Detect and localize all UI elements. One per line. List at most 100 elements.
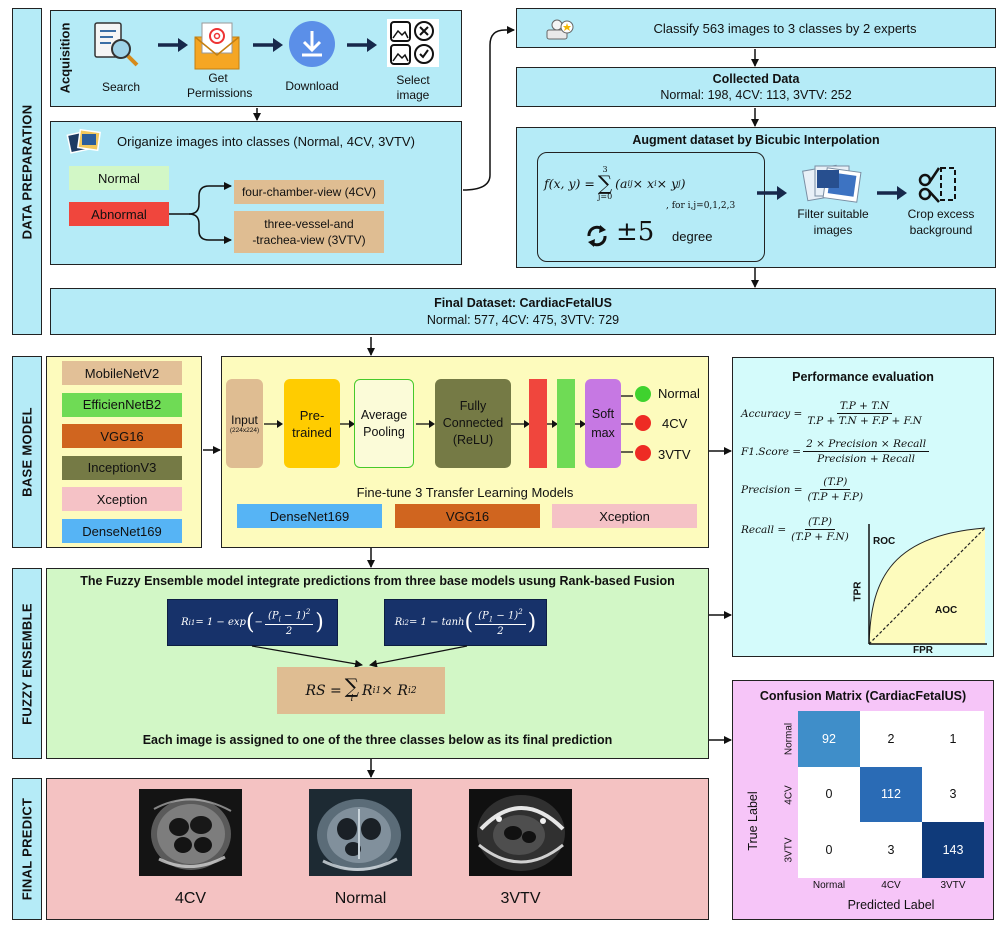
pretrained-block: Pre- trained <box>284 379 340 468</box>
image-stack-icon <box>802 164 862 203</box>
confusion-matrix-cell: 143 <box>922 822 984 878</box>
expert-award-icon <box>546 19 574 40</box>
rotate-arrows-icon <box>587 225 607 247</box>
finetune-densenet169: DenseNet169 <box>237 504 382 528</box>
final-predict-panel: 4CV Normal 3VTV <box>46 778 709 920</box>
confusion-matrix-cell: 3 <box>860 822 922 878</box>
arrow-right-icon <box>757 186 787 200</box>
predicted-label-axis: Predicted Label <box>847 898 935 912</box>
average-pooling-block: Average Pooling <box>354 379 414 468</box>
crop-background-label: Crop excess background <box>907 207 975 237</box>
ultrasound-image-normal <box>309 789 412 876</box>
arrow-right-icon <box>347 38 377 52</box>
base-model-item: EfficienNetB2 <box>62 392 182 417</box>
four-chamber-view-box: four-chamber-view (4CV) <box>234 180 384 204</box>
precision-denominator: (T.P + F.P) <box>807 491 864 503</box>
arrow-right-icon <box>547 420 558 428</box>
confusion-matrix-cell: 112 <box>860 766 922 823</box>
download-step-label: Download <box>285 79 339 93</box>
output-3vtv-label: 3VTV <box>658 447 691 462</box>
confusion-matrix-cell: 3 <box>922 766 984 823</box>
finetune-vgg16: VGG16 <box>395 504 540 528</box>
formula-sup-i: i <box>654 178 657 188</box>
output-connector <box>621 395 633 453</box>
precision-lhs: Precision = <box>741 483 803 496</box>
prediction-label-4cv: 4CV <box>174 890 207 907</box>
output-4cv-label: 4CV <box>662 416 688 431</box>
r1-subscript: i1 <box>188 618 196 627</box>
r2-lhs: R <box>394 617 403 628</box>
r2-subscript: i2 <box>402 618 409 627</box>
r2-den: 2 <box>497 626 504 638</box>
select-image-step-label: Select image <box>396 73 430 102</box>
rs-sub2: i2 <box>407 685 417 696</box>
search-step-label: Search <box>101 80 141 94</box>
output-3vtv-dot <box>635 445 651 461</box>
branch-connector <box>169 182 232 244</box>
photo-stack-icon <box>66 128 102 154</box>
fusion-connector <box>251 645 468 668</box>
fpr-label: FPR <box>913 645 933 656</box>
finetune-title: Fine-tune 3 Transfer Learning Models <box>356 485 574 500</box>
arrow-right-icon <box>575 420 586 428</box>
crop-scissors-icon <box>918 167 956 203</box>
collected-data-title: Collected Data <box>712 72 800 86</box>
collected-data-panel: Collected Data Normal: 198, 4CV: 113, 3V… <box>516 67 996 107</box>
formula-lhs: f(x, y) = <box>544 175 595 191</box>
roc-curve-plot <box>868 524 987 645</box>
section-label-base-model: BASE MODEL <box>12 356 42 548</box>
f1-numerator: 2 × Precision × Recall <box>803 438 930 452</box>
acquisition-title: Acquisition <box>57 22 73 94</box>
three-vessel-view-line2: -trachea-view (3VTV) <box>252 233 366 247</box>
confusion-matrix-cell: 2 <box>860 711 922 767</box>
arrow-right-icon <box>253 38 283 52</box>
f1-lhs: F1.Score = <box>741 445 802 458</box>
three-vessel-view-box: three-vessel-and -trachea-view (3VTV) <box>234 211 384 253</box>
recall-denominator: (T.P + F.N) <box>791 531 849 543</box>
formula-rest: × x <box>632 175 655 191</box>
f1-denominator: Precision + Recall <box>817 453 915 465</box>
prediction-label-3vtv: 3VTV <box>500 890 541 907</box>
arrow-right-icon <box>340 420 355 428</box>
image-selection-icon <box>387 19 439 67</box>
formula-end: × y <box>656 175 679 191</box>
classify-text: Classify 563 images to 3 classes by 2 ex… <box>653 20 917 36</box>
rs-body: R <box>362 682 373 699</box>
fuzzy-ensemble-panel: The Fuzzy Ensemble model integrate predi… <box>46 568 709 759</box>
r1-den: 2 <box>285 626 293 638</box>
arrow-right-icon <box>877 186 907 200</box>
base-model-item: Xception <box>62 487 182 512</box>
fuzzy-footer: Each image is assigned to one of the thr… <box>142 733 613 747</box>
sigma-glyph: ∑ <box>597 170 613 195</box>
section-label-data-preparation: DATA PREPARATION <box>12 8 42 335</box>
softmax-block: Soft max <box>585 379 621 468</box>
confusion-matrix-cell: 0 <box>798 822 860 878</box>
base-model-item: InceptionV3 <box>62 455 182 480</box>
augment-title: Augment dataset by Bicubic Interpolation <box>632 133 880 147</box>
r1-num-sub: i <box>278 615 281 624</box>
base-model-item: DenseNet169 <box>62 519 182 543</box>
confusion-matrix-cell: 92 <box>798 711 860 767</box>
confusion-matrix-cell: 1 <box>922 711 984 767</box>
r2-num-end: − 1) <box>493 610 519 622</box>
accuracy-denominator: T.P + T.N + F.P + F.N <box>807 415 922 427</box>
recall-fraction: (T.P)(T.P + F.N) <box>788 516 852 543</box>
rotation-value: ±5 <box>616 217 655 247</box>
arrow-right-icon <box>158 38 188 52</box>
r1-num-end: − 1) <box>280 610 306 622</box>
section-label-fuzzy-ensemble: FUZZY ENSEMBLE <box>12 568 42 759</box>
ultrasound-image-4cv <box>139 789 242 876</box>
augment-panel: Augment dataset by Bicubic Interpolation… <box>516 127 996 268</box>
rs-sum-symbol: ∑ i <box>345 676 359 704</box>
